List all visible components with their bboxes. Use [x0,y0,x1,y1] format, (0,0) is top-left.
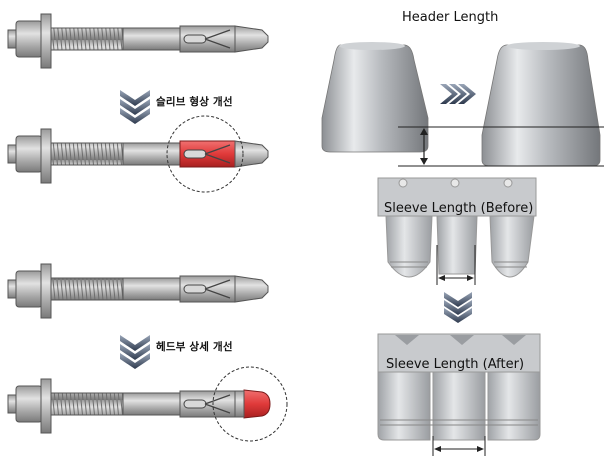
sleeve-length-before-label: Sleeve Length (Before) [384,201,534,216]
head-improvement-caption: 헤드부 상세 개선 [156,341,233,353]
anchor-bolt-sleeve-improved [7,115,269,193]
header-length-dimension [398,126,604,167]
header-cone-before [321,42,429,153]
header-length-label: Header Length [402,10,499,25]
chevron-right-icon [440,84,476,104]
header-cone-after [481,42,601,167]
sleeve-improvement-caption: 슬리브 형상 개선 [156,96,233,108]
sleeve-before [377,177,537,285]
anchor-bolt-original-2 [7,263,269,319]
sleeve-after [377,333,541,456]
sleeve-length-after-label: Sleeve Length (After) [386,357,525,372]
anchor-bolt-head-improved [7,366,288,442]
anchor-bolt-original-1 [7,13,269,69]
chevron-down-icon [120,335,150,369]
chevron-down-icon [120,90,150,124]
chevron-down-icon [444,292,472,323]
